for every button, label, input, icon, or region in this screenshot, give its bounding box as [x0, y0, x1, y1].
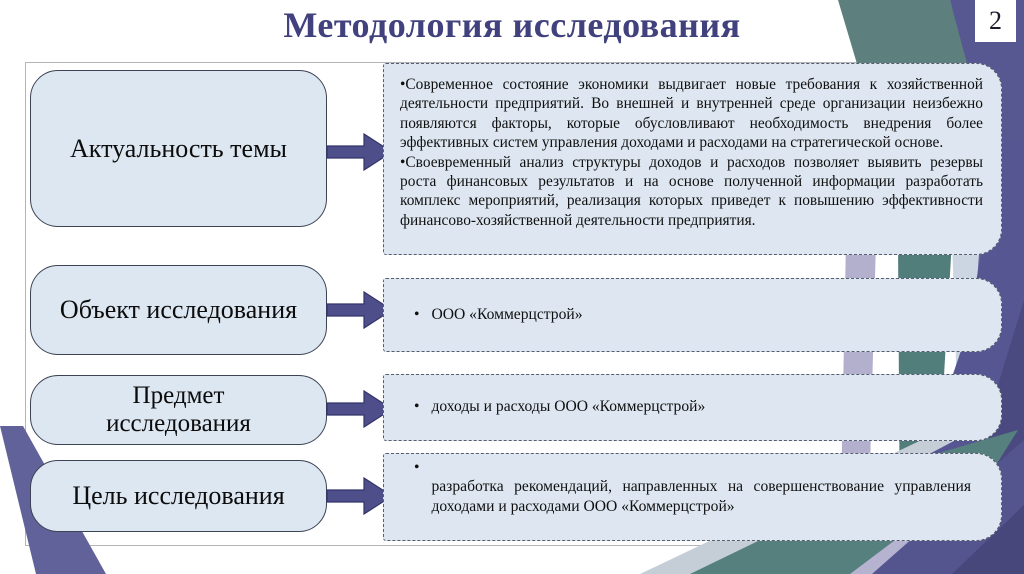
content-box-object: • ООО «Коммерцстрой» [383, 278, 1002, 352]
arrow-right-icon [326, 132, 393, 172]
bullet-marker: • [414, 459, 420, 476]
relevance-paragraph: •Современное состояние экономики выдвига… [400, 76, 983, 152]
content-box-goal: • разработка рекомендаций, направленных … [383, 453, 1002, 541]
label-box-object: Объект исследования [30, 265, 327, 355]
slide-title: Методология исследования [283, 5, 741, 45]
content-box-relevance: •Современное состояние экономики выдвига… [383, 63, 1002, 255]
label-box-goal: Цель исследования [30, 460, 327, 532]
label-box-subject: Предмет исследования [30, 375, 327, 445]
relevance-paragraph: •Своевременный анализ структуры доходов … [400, 153, 983, 229]
bullet-marker: • [414, 305, 420, 323]
goal-text: разработка рекомендаций, направленных на… [431, 477, 971, 515]
arrow-right-icon [326, 290, 393, 330]
bullet-marker: • [414, 398, 420, 416]
label-box-relevance: Актуальность темы [30, 70, 327, 227]
arrow-right-icon [326, 476, 393, 516]
object-text: ООО «Коммерцстрой» [431, 305, 583, 323]
subject-text: доходы и расходы ООО «Коммерцстрой» [431, 398, 706, 416]
arrow-right-icon [326, 389, 393, 429]
page-number-badge: 2 [975, 0, 1016, 42]
content-box-subject: • доходы и расходы ООО «Коммерцстрой» [383, 374, 1002, 441]
